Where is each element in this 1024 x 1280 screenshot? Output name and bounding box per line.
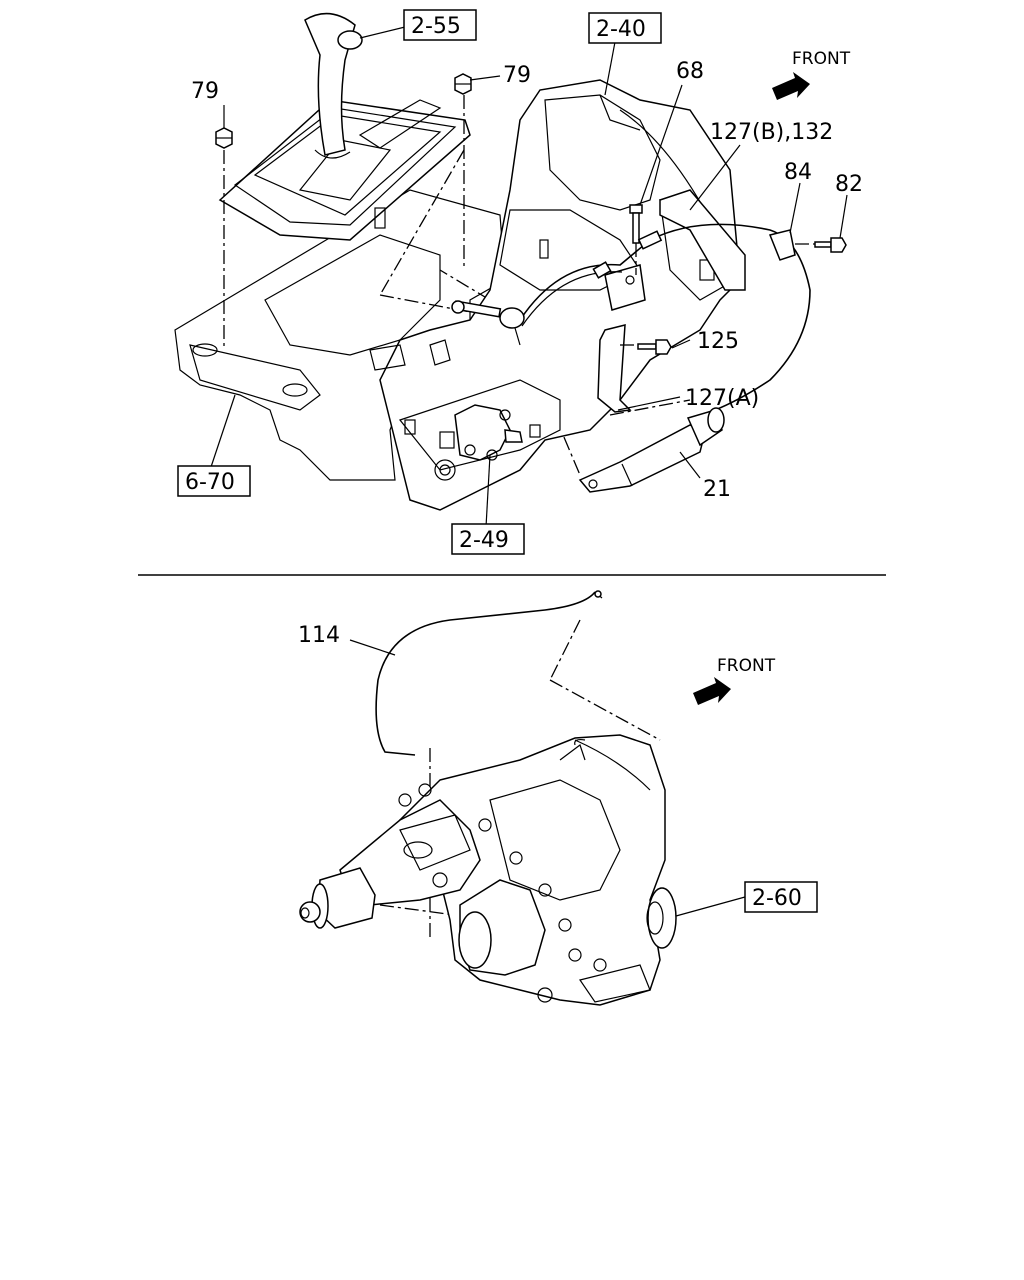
front-label-top: FRONT: [792, 49, 851, 69]
front-arrow-bottom: [693, 677, 731, 705]
ref-label-2-60: 2-60: [752, 886, 802, 911]
ref-label-2-40: 2-40: [596, 17, 646, 42]
nut-79-left: [215, 127, 233, 149]
ref-box-2-60[interactable]: [744, 881, 818, 913]
callout-125: 125: [697, 329, 739, 354]
actuator-21: [578, 407, 725, 493]
callout-127b-132: 127(B),132: [710, 120, 833, 145]
breather-hose-114: [375, 591, 596, 756]
cable-end: [451, 300, 525, 346]
shift-console: [218, 12, 471, 241]
front-label-bottom: FRONT: [717, 656, 776, 676]
bolt-125: [637, 339, 672, 355]
callout-21: 21: [703, 477, 731, 502]
ref-box-2-55[interactable]: [403, 9, 477, 41]
bottom-assembly: FRONT 2-60 114: [298, 590, 818, 1006]
bracket-127a: [597, 324, 632, 413]
callout-114: 114: [298, 623, 340, 648]
callout-82: 82: [835, 172, 863, 197]
shift-lever: [304, 12, 356, 156]
callout-68: 68: [676, 59, 704, 84]
callout-84: 84: [784, 160, 812, 185]
ref-label-2-49: 2-49: [459, 528, 509, 553]
ref-label-2-55: 2-55: [411, 14, 461, 39]
nut-79-right: [454, 73, 472, 95]
callout-79-left: 79: [191, 79, 219, 104]
transfer-case: [299, 734, 677, 1006]
ref-box-2-49[interactable]: [451, 523, 525, 555]
front-arrow-top: [772, 72, 810, 100]
bolt-82: [814, 237, 847, 253]
ref-box-2-40[interactable]: [588, 12, 662, 44]
top-assembly: FRONT 2-55 2-40 6-70 2-49 79 79 68 127(B…: [174, 9, 863, 555]
callout-79-right: 79: [503, 63, 531, 88]
ref-box-6-70[interactable]: [177, 465, 251, 497]
bracket-127b: [659, 189, 746, 291]
callout-127a: 127(A): [685, 386, 759, 411]
ref-label-6-70: 6-70: [185, 470, 235, 495]
